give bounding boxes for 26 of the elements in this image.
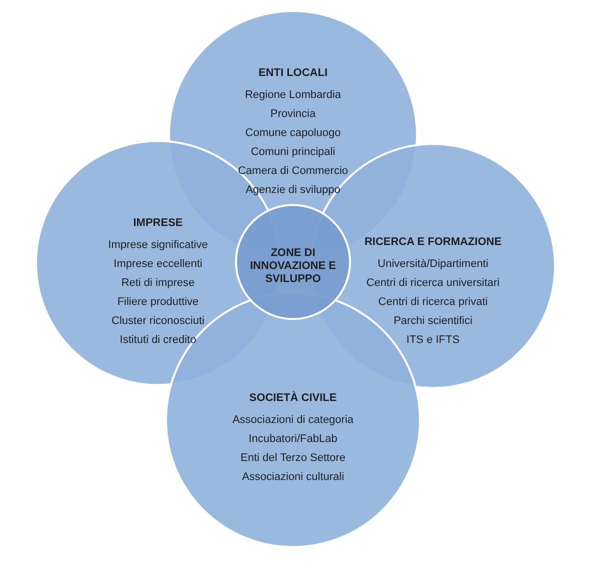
circle-heading: IMPRESE — [133, 217, 183, 230]
list-item: Imprese significative — [108, 239, 208, 252]
list-item: Comuni principali — [250, 146, 336, 159]
list-item: Parchi scientifici — [394, 315, 472, 328]
list-item: Provincia — [270, 108, 316, 121]
list-item: Comune capoluogo — [245, 127, 341, 140]
list-item: Camera di Commercio — [238, 165, 348, 178]
list-item: Reti di imprese — [121, 277, 195, 290]
list-item: Università/Dipartimenti — [378, 258, 488, 271]
list-item: Cluster riconosciuti — [112, 315, 204, 328]
list-item: Regione Lombardia — [244, 89, 341, 102]
circle-heading: ENTI LOCALI — [258, 67, 328, 80]
list-item: Istituti di credito — [120, 334, 196, 347]
list-item: Centri di ricerca universitari — [366, 277, 500, 290]
center-title: ZONE DI INNOVAZIONE E SVILUPPO — [249, 247, 337, 286]
list-item: Filiere produttive — [117, 296, 199, 309]
list-item: Incubatori/FabLab — [248, 433, 338, 446]
list-item: Agenzie di sviluppo — [246, 184, 340, 197]
list-item: Associazioni di categoria — [232, 414, 354, 427]
circle-heading: SOCIETÀ CIVILE — [249, 392, 337, 405]
list-item: Centri di ricerca privati — [378, 296, 488, 309]
list-item: Associazioni culturali — [242, 471, 344, 484]
circle-heading: RICERCA E FORMAZIONE — [364, 236, 502, 249]
list-item: Imprese eccellenti — [114, 258, 202, 271]
list-item: Enti del Terzo Settore — [240, 452, 346, 465]
list-item: ITS e IFTS — [406, 334, 460, 347]
